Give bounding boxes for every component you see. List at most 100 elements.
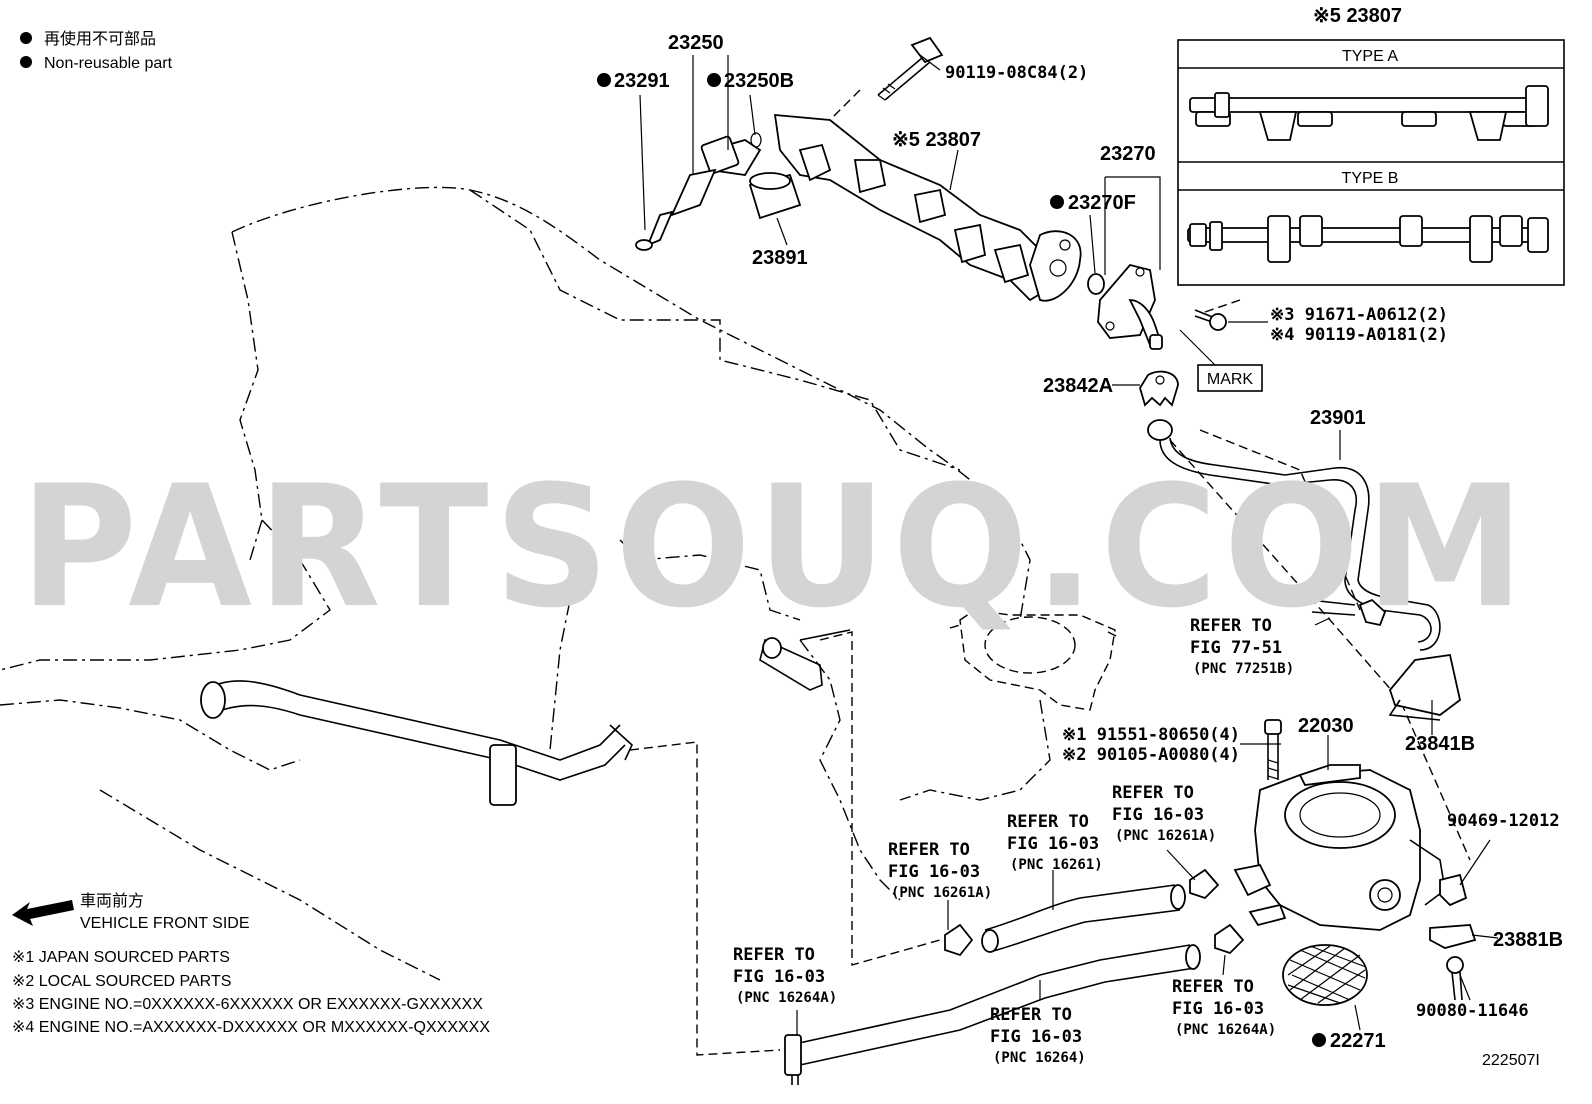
bolt-91671: [1194, 309, 1227, 331]
ref-refer: REFER TO: [1190, 616, 1272, 636]
note-3: ※3 ENGINE NO.=0XXXXXX-6XXXXXX OR EXXXXXX…: [12, 996, 483, 1013]
ref-refer: REFER TO: [888, 840, 970, 860]
mark-label: MARK: [1207, 371, 1254, 388]
arrow-left-icon: [12, 900, 74, 926]
ref-refer: REFER TO: [733, 945, 815, 965]
ref-labels: REFER TO FIG 77-51 (PNC 77251B) REFER TO…: [733, 616, 1294, 1066]
hose-23901: [1147, 419, 1441, 651]
non-reusable-dot-icon: [597, 73, 611, 87]
hose-clamps: [944, 868, 1245, 957]
part-label-23891[interactable]: 23891: [752, 247, 808, 269]
legend: 再使用不可部品 Non-reusable part: [20, 30, 173, 72]
mark-box: MARK: [1179, 329, 1263, 392]
part-label-22030[interactable]: 22030: [1298, 715, 1354, 737]
part-label-90469[interactable]: 90469-12012: [1447, 811, 1560, 831]
type-box: TYPE A TYPE B: [1177, 39, 1565, 286]
type-box-part-label[interactable]: ※5 23807: [1313, 5, 1402, 27]
part-label-91551[interactable]: ※1 91551-80650(4): [1062, 725, 1240, 745]
fuel-inlet-23270: [1097, 263, 1163, 350]
part-label-23901[interactable]: 23901: [1310, 407, 1366, 429]
note-2: ※2 LOCAL SOURCED PARTS: [12, 973, 231, 990]
ref-fig-16-03-c[interactable]: REFER TO FIG 16-03 (PNC 16261A): [1112, 783, 1216, 844]
ref-refer: REFER TO: [990, 1005, 1072, 1025]
ref-fig-16-03-f[interactable]: REFER TO FIG 16-03 (PNC 16264A): [1172, 977, 1276, 1038]
front-en: VEHICLE FRONT SIDE: [80, 915, 250, 932]
water-hoses: [784, 884, 1201, 1085]
part-label-23881b[interactable]: 23881B: [1493, 929, 1563, 951]
ref-fig-16-03-a[interactable]: REFER TO FIG 16-03 (PNC 16261A): [888, 840, 992, 901]
vehicle-front: 車両前方 VEHICLE FRONT SIDE: [12, 892, 250, 932]
bolt-90119-08c84: [877, 36, 944, 101]
part-label-23807[interactable]: ※5 23807: [892, 129, 981, 151]
ref-pnc: (PNC 16264A): [1175, 1022, 1276, 1038]
part-label-23842a[interactable]: 23842A: [1043, 375, 1113, 397]
clamp-23841b: [1388, 653, 1462, 721]
part-label-23270f[interactable]: 23270F: [1068, 192, 1136, 214]
ref-fig: FIG 16-03: [888, 862, 980, 882]
injector-23250: [635, 132, 762, 251]
oring-23270f: [1087, 273, 1105, 295]
watermark: PARTSOUQ.COM: [20, 449, 1530, 645]
part-label-90119-08c84[interactable]: 90119-08C84(2): [945, 63, 1088, 83]
ref-pnc: (PNC 16261A): [891, 885, 992, 901]
ref-refer: REFER TO: [1172, 977, 1254, 997]
ref-refer: REFER TO: [1112, 783, 1194, 803]
collar-23891: [748, 172, 802, 220]
legend-en: Non-reusable part: [44, 55, 173, 72]
throttle-body-22030: [1233, 764, 1446, 931]
note-1: ※1 JAPAN SOURCED PARTS: [12, 949, 230, 966]
part-label-22271[interactable]: 22271: [1330, 1030, 1386, 1052]
part-labels: 23250 23291 23250B 90119-08C84(2) ※5 238…: [597, 5, 1563, 1052]
ref-fig-16-03-d[interactable]: REFER TO FIG 16-03 (PNC 16264A): [733, 945, 837, 1006]
part-label-90105[interactable]: ※2 90105-A0080(4): [1062, 745, 1240, 765]
front-jp: 車両前方: [80, 892, 144, 910]
non-reusable-dot-icon: [20, 56, 32, 68]
ref-pnc: (PNC 16264): [993, 1050, 1086, 1066]
legend-jp: 再使用不可部品: [44, 30, 156, 48]
ref-fig: FIG 77-51: [1190, 638, 1282, 658]
diagram-id: 222507I: [1482, 1052, 1540, 1069]
water-pipe-left: [200, 680, 633, 806]
non-reusable-dot-icon: [1312, 1033, 1326, 1047]
engine-outline: [0, 186, 1051, 981]
leader-lines: [639, 54, 1499, 1035]
clip-90469: [1439, 873, 1468, 907]
note-4: ※4 ENGINE NO.=AXXXXXX-DXXXXXX OR MXXXXXX…: [12, 1019, 490, 1036]
part-label-23291[interactable]: 23291: [614, 70, 670, 92]
ref-fig: FIG 16-03: [1112, 805, 1204, 825]
ref-fig: FIG 16-03: [990, 1027, 1082, 1047]
ref-refer: REFER TO: [1007, 812, 1089, 832]
non-reusable-dot-icon: [20, 32, 32, 44]
bolt-91551: [1264, 719, 1282, 780]
ref-fig: FIG 16-03: [1007, 834, 1099, 854]
bracket-23881b: [1429, 924, 1477, 1001]
type-a-label: TYPE A: [1342, 48, 1398, 65]
footnotes: ※1 JAPAN SOURCED PARTS ※2 LOCAL SOURCED …: [12, 949, 490, 1036]
fuel-rail-23807: [773, 114, 1082, 302]
ref-pnc: (PNC 16261A): [1115, 828, 1216, 844]
ref-fig-16-03-e[interactable]: REFER TO FIG 16-03 (PNC 16264): [990, 1005, 1086, 1066]
intake-flange: [949, 609, 1121, 711]
part-label-90080[interactable]: 90080-11646: [1416, 1001, 1529, 1021]
part-label-23250b[interactable]: 23250B: [724, 70, 794, 92]
ref-pnc: (PNC 77251B): [1193, 661, 1294, 677]
gasket-22271: [1282, 944, 1368, 1006]
clip-23842a: [1139, 370, 1179, 407]
part-label-23841b[interactable]: 23841B: [1405, 733, 1475, 755]
part-label-91671[interactable]: ※3 91671-A0612(2): [1270, 305, 1448, 325]
ref-pnc: (PNC 16264A): [736, 990, 837, 1006]
type-a-rail: [1189, 85, 1549, 141]
part-label-23270[interactable]: 23270: [1100, 143, 1156, 165]
type-b-label: TYPE B: [1342, 170, 1399, 187]
engine-nub: [759, 629, 851, 691]
non-reusable-dot-icon: [1050, 195, 1064, 209]
part-label-23250[interactable]: 23250: [668, 32, 724, 54]
ref-fig-77-51[interactable]: REFER TO FIG 77-51 (PNC 77251B): [1190, 616, 1294, 677]
ref-pnc: (PNC 16261): [1010, 857, 1103, 873]
ref-fig-16-03-b[interactable]: REFER TO FIG 16-03 (PNC 16261): [1007, 812, 1103, 873]
part-label-90119-a0181[interactable]: ※4 90119-A0181(2): [1270, 325, 1448, 345]
non-reusable-dot-icon: [707, 73, 721, 87]
ref-fig: FIG 16-03: [733, 967, 825, 987]
